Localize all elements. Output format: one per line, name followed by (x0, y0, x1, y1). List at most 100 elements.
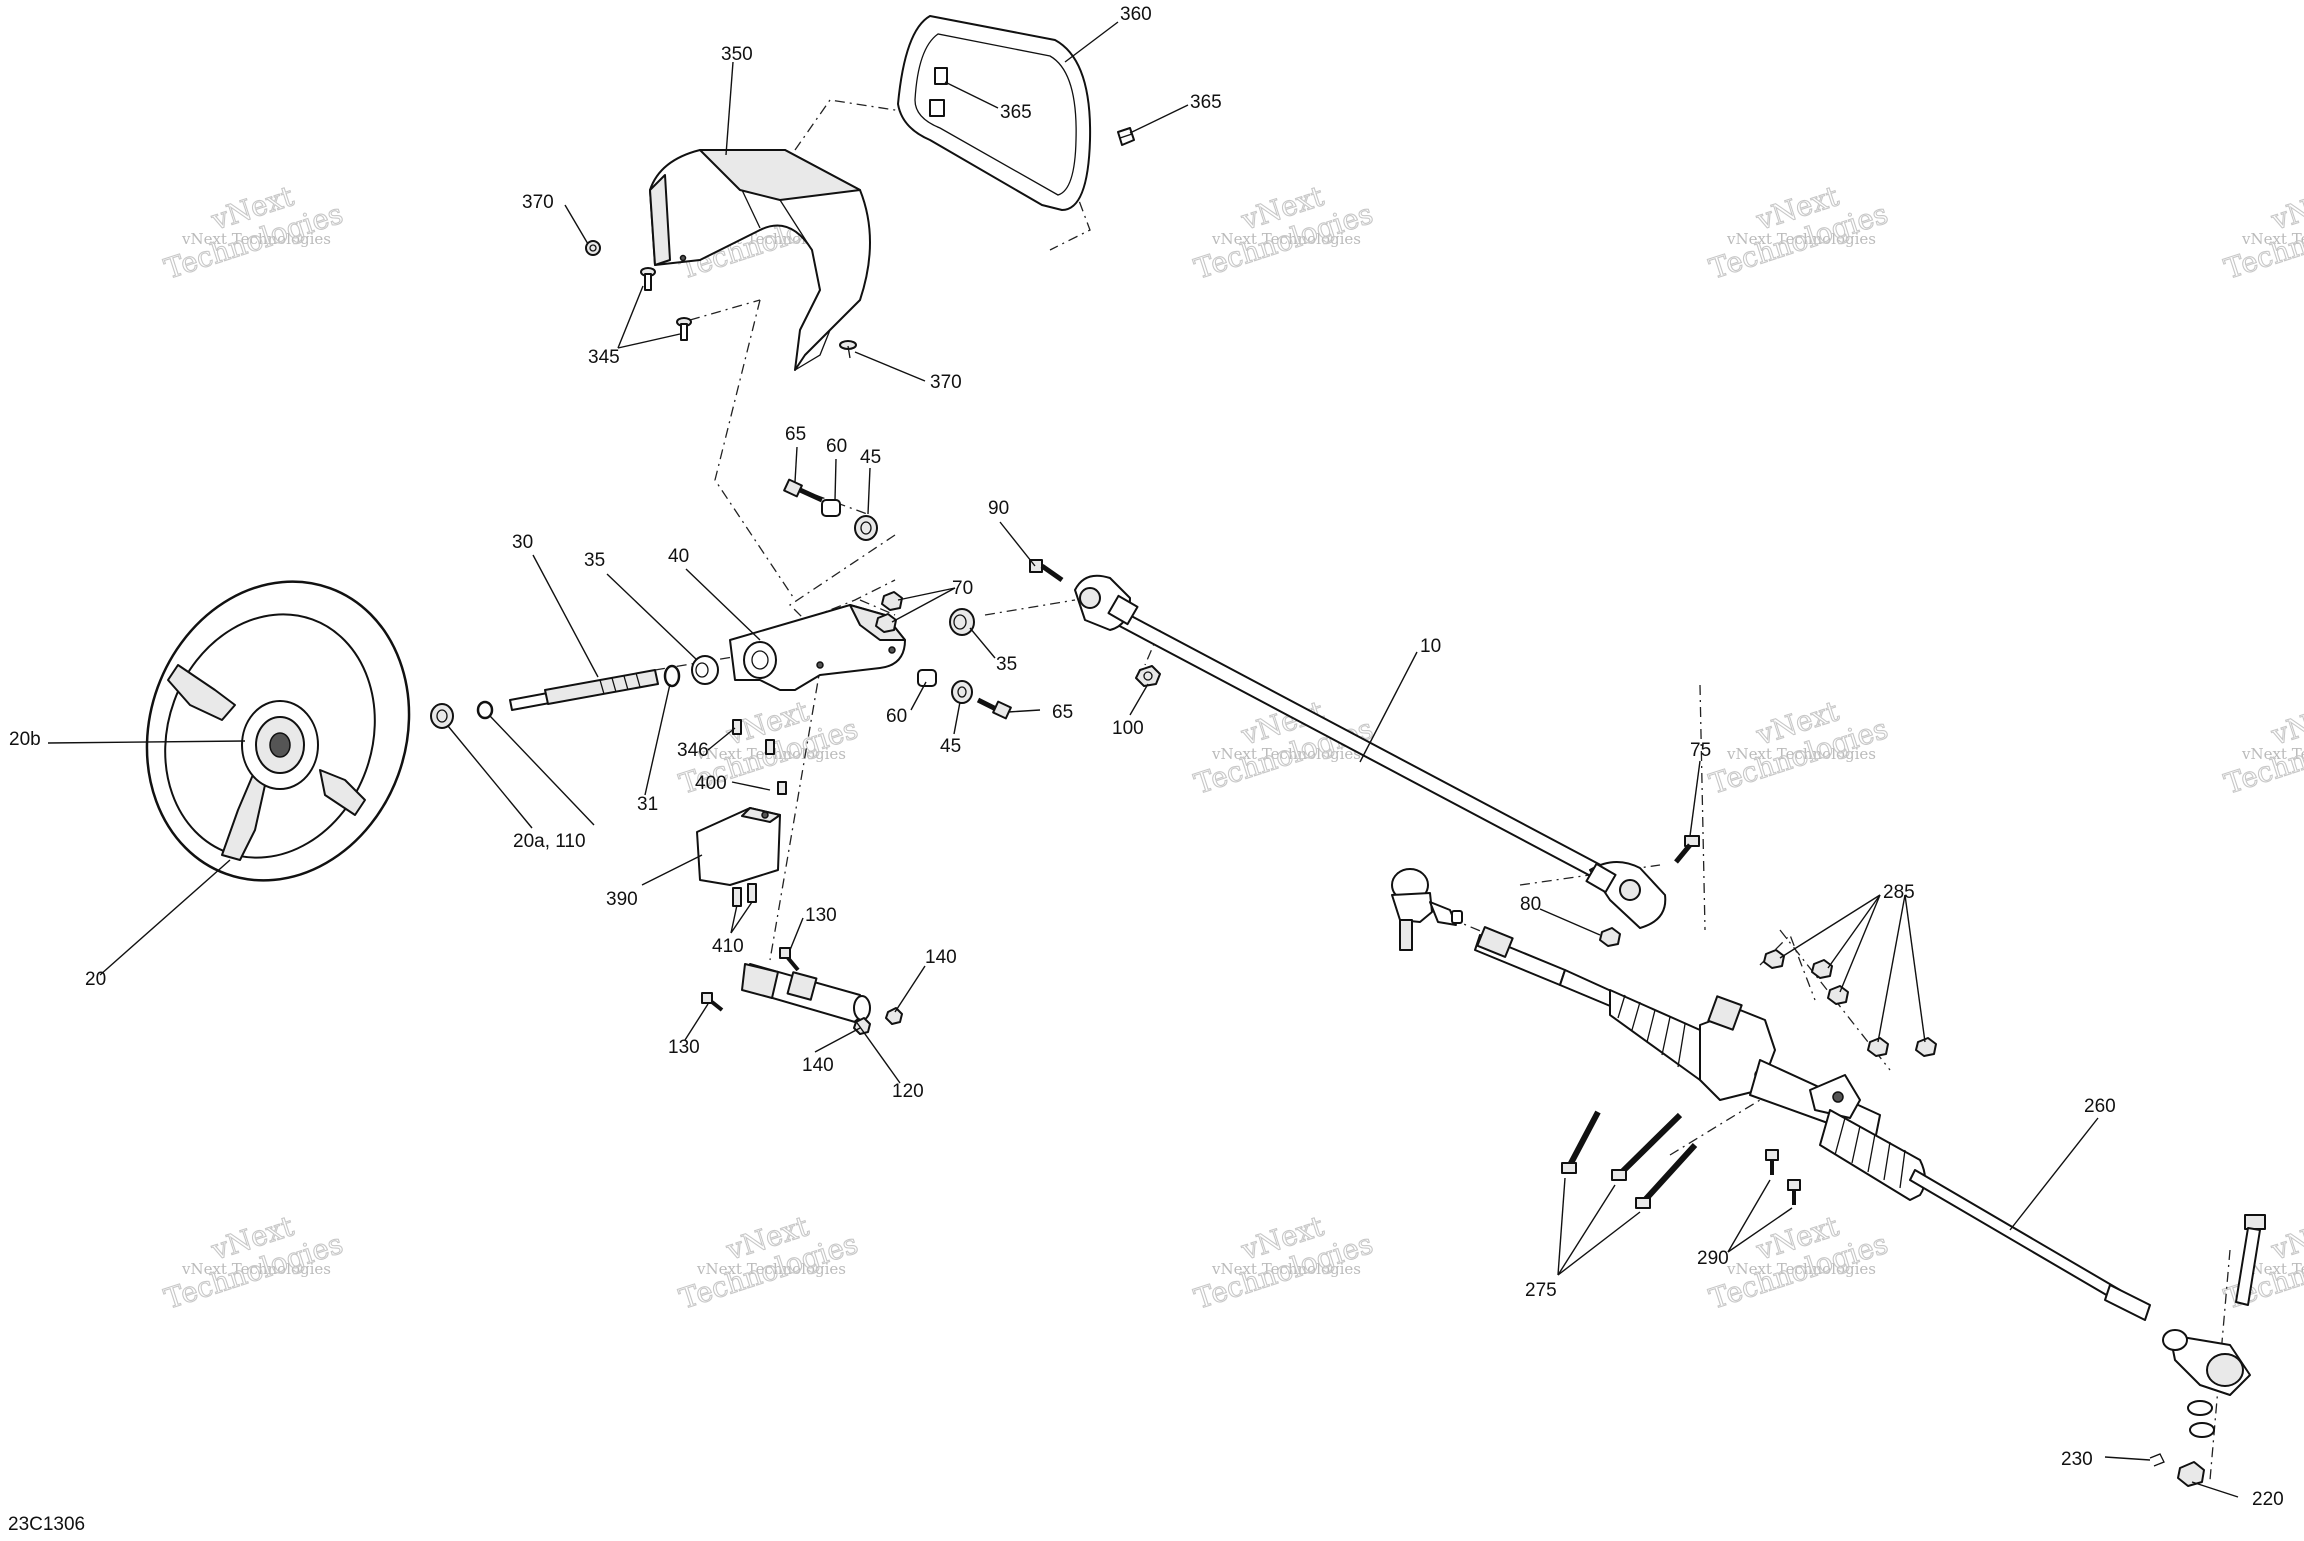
callout-130: 130 (668, 1037, 700, 1058)
bolt-part (976, 697, 1012, 720)
watermark: vNext Technologies vNext Technologies (160, 179, 348, 287)
nut-part (875, 613, 897, 633)
nut-part (430, 703, 454, 729)
screw-part (732, 883, 757, 907)
clip-part (1117, 127, 1135, 146)
callout-230: 230 (2061, 1449, 2093, 1470)
screw-part (777, 781, 787, 795)
nut-part (853, 1017, 871, 1035)
screw-part (640, 267, 656, 291)
watermark: vNext Technologies vNext Technologies (1190, 179, 1378, 287)
screw-part (585, 240, 601, 256)
bolt-part (783, 478, 824, 503)
washer-part (476, 700, 494, 720)
callout-220: 220 (2252, 1489, 2284, 1510)
callout-60: 60 (886, 706, 907, 727)
callout-285: 285 (1883, 882, 1915, 903)
nut-part (1763, 949, 1937, 1057)
watermark-text: vNext Technologies (2241, 745, 2304, 763)
callout-30: 30 (512, 532, 533, 553)
callout-130: 130 (805, 905, 837, 926)
spacer-part (821, 499, 841, 517)
spacer-part (917, 669, 937, 687)
intermediate-shaft-part (1074, 574, 1667, 929)
steering-wheel-part (145, 580, 411, 882)
callout-labels: 350 360 365 365 370 370 345 65 60 45 90 … (9, 4, 2284, 1510)
callout-90: 90 (988, 498, 1009, 519)
callout-40: 40 (668, 546, 689, 567)
bolt-part (779, 947, 800, 972)
watermark: vNext Technologies vNext Technologies (2220, 694, 2304, 802)
clip-part (929, 99, 945, 117)
callout-60: 60 (826, 436, 847, 457)
callout-365: 365 (1190, 92, 1222, 113)
steering-shaft-part (509, 669, 659, 711)
watermark-text: vNext Technologies (1726, 1260, 1876, 1278)
watermark-text: vNext Technologies (2241, 1260, 2304, 1278)
diagram-code: 23C1306 (8, 1514, 85, 1535)
column-cover-part (649, 149, 871, 371)
callout-20a-110: 20a, 110 (513, 831, 586, 852)
watermark: vNext Technologies vNext Technologies (675, 1209, 863, 1317)
callout-65: 65 (785, 424, 806, 445)
callout-35: 35 (996, 654, 1017, 675)
callout-400: 400 (695, 773, 727, 794)
callout-140: 140 (925, 947, 957, 968)
bolt-part (1611, 1112, 1683, 1181)
callout-65: 65 (1052, 702, 1073, 723)
washer-part (2187, 1400, 2215, 1438)
screw-part (732, 719, 775, 755)
bolt-part (2235, 1214, 2266, 1306)
watermark-text: vNext Technologies (1211, 745, 1361, 763)
callout-275: 275 (1525, 1280, 1557, 1301)
tie-rod-part (1909, 1169, 2151, 1321)
bushing-part (691, 655, 719, 685)
leader-lines (47, 21, 2239, 1498)
callout-350: 350 (721, 44, 753, 65)
screw-part (676, 317, 692, 341)
callout-120: 120 (892, 1081, 924, 1102)
callout-10: 10 (1420, 636, 1441, 657)
callout-100: 100 (1112, 718, 1144, 739)
callout-370: 370 (930, 372, 962, 393)
bushing-part (949, 608, 975, 636)
nut-part (1599, 927, 1621, 947)
watermark: vNext Technologies vNext Technologies (160, 1209, 348, 1317)
callout-346: 346 (677, 740, 709, 761)
callout-365: 365 (1000, 102, 1032, 123)
watermark-text: vNext Technologies (696, 1260, 846, 1278)
watermark-text: vNext Technologies (1211, 1260, 1361, 1278)
callout-45: 45 (940, 736, 961, 757)
callout-260: 260 (2084, 1096, 2116, 1117)
callout-31: 31 (637, 794, 658, 815)
bracket-cover-part (696, 807, 781, 886)
bolt-part (701, 992, 724, 1012)
watermark: vNext Technologies vNext Technologies (1705, 694, 1893, 802)
callout-35: 35 (584, 550, 605, 571)
tie-rod-end-part (1391, 868, 1463, 951)
screw-part (839, 340, 857, 359)
watermark-text: vNext Technologies (2241, 230, 2304, 248)
callout-45: 45 (860, 447, 881, 468)
nut-part (881, 591, 903, 611)
callout-20: 20 (85, 969, 106, 990)
bushing-part (854, 515, 878, 541)
callout-75: 75 (1690, 740, 1711, 761)
nut-part (2177, 1461, 2205, 1487)
nut-part (885, 1007, 903, 1025)
callout-70: 70 (952, 578, 973, 599)
tie-rod-end-part (2162, 1329, 2251, 1396)
callout-290: 290 (1697, 1248, 1729, 1269)
bolt-part (1765, 1149, 1779, 1175)
watermark-text: vNext Technologies (181, 1260, 331, 1278)
bolt-part (1635, 1142, 1698, 1209)
steering-rack-part (1474, 926, 1926, 1201)
callout-360: 360 (1120, 4, 1152, 25)
cotter-pin-part (2149, 1453, 2165, 1467)
display-cluster-part (897, 15, 1092, 211)
callout-370: 370 (522, 192, 554, 213)
callout-390: 390 (606, 889, 638, 910)
callout-20b: 20b (9, 729, 41, 750)
callout-345: 345 (588, 347, 620, 368)
